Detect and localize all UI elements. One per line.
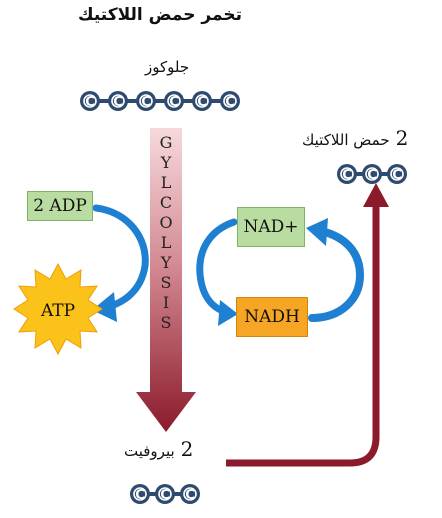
svg-text:C: C: [141, 95, 151, 110]
glycolysis-label: G Y L C O L Y S I S: [156, 133, 176, 333]
svg-text:C: C: [342, 168, 352, 183]
nadh-box: NADH: [236, 297, 308, 337]
atp-label: ATP: [40, 301, 75, 321]
lactic-acid-label: حمض اللاكتيك 2: [302, 126, 408, 150]
lactic-acid-count: 2: [395, 126, 409, 150]
carbon-atom: C: [387, 164, 407, 184]
carbon-atom: C: [164, 91, 184, 111]
glycolysis-letter: Y: [160, 253, 172, 272]
svg-text:C: C: [113, 95, 123, 110]
adp-to-atp-arrowhead: [92, 292, 117, 322]
carbon-atom: C: [180, 484, 200, 504]
svg-text:C: C: [185, 488, 195, 503]
svg-text:C: C: [392, 168, 402, 183]
glucose-label: جلوكوز: [145, 58, 190, 76]
nadh-to-nad-arrowhead: [306, 218, 328, 246]
glycolysis-letter: Y: [160, 153, 172, 172]
carbon-atom: C: [220, 91, 240, 111]
lactic-acid-carbon-chain: C C C: [337, 164, 407, 184]
svg-text:C: C: [160, 488, 170, 503]
carbon-atom: C: [337, 164, 357, 184]
carbon-atom: C: [192, 91, 212, 111]
pyruvate-count: 2: [180, 437, 194, 461]
glycolysis-arrow: [136, 128, 196, 432]
glycolysis-letter: S: [160, 273, 172, 292]
nad-to-nadh-arrow: [196, 218, 238, 316]
atp-starburst: [13, 262, 103, 356]
pyruvate-label: بيروفيت 2: [124, 437, 193, 461]
pyruvate-to-lactic-arrowhead: [363, 183, 389, 207]
diagram-title: تخمر حمض اللاكتيك: [78, 5, 242, 25]
pyruvate-to-lactic-arrow: [226, 205, 380, 467]
carbon-atom: C: [155, 484, 175, 504]
glycolysis-letter: L: [160, 233, 172, 252]
glycolysis-letter: I: [162, 293, 170, 312]
pyruvate-name: بيروفيت: [124, 442, 175, 460]
glycolysis-letter: G: [159, 133, 173, 152]
carbon-atom: C: [130, 484, 150, 504]
svg-text:C: C: [225, 95, 235, 110]
nadh-to-nad-arrow: [308, 228, 365, 322]
svg-text:C: C: [85, 95, 95, 110]
glycolysis-letter: L: [160, 173, 172, 192]
svg-text:C: C: [367, 168, 377, 183]
nad-to-nadh-arrowhead: [218, 300, 238, 326]
lactic-acid-name: حمض اللاكتيك: [302, 131, 390, 149]
carbon-atom: C: [80, 91, 100, 111]
adp-box: 2 ADP: [27, 191, 93, 221]
pyruvate-carbon-chain: C C C: [130, 484, 200, 504]
nad-box: NAD+: [237, 207, 305, 247]
glycolysis-letter: S: [160, 313, 172, 332]
svg-text:C: C: [197, 95, 207, 110]
carbon-atom: C: [362, 164, 382, 184]
carbon-atom: C: [108, 91, 128, 111]
svg-text:C: C: [169, 95, 179, 110]
glycolysis-letter: O: [159, 213, 173, 232]
adp-to-atp-arrow: [92, 204, 149, 312]
glucose-carbon-chain: C C C C C C: [80, 91, 240, 111]
svg-text:C: C: [135, 488, 145, 503]
glycolysis-letter: C: [159, 193, 173, 212]
carbon-atom: C: [136, 91, 156, 111]
